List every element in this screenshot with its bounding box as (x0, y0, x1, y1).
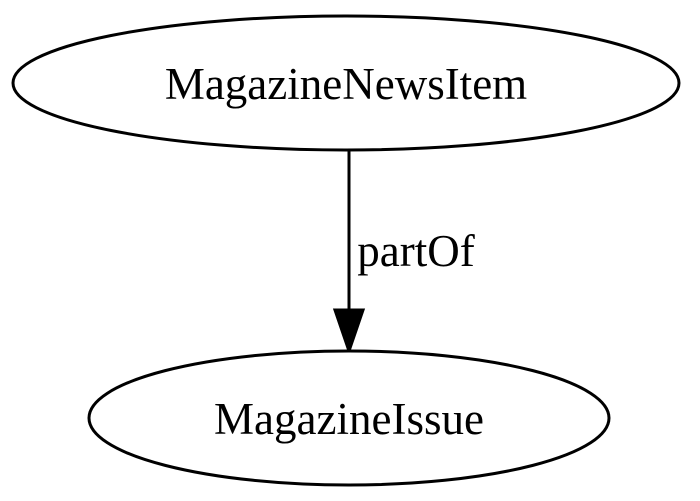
edge-part-of-label: partOf (357, 226, 474, 276)
edge-part-of-arrowhead (332, 308, 366, 356)
node-magazine-issue-label: MagazineIssue (214, 394, 484, 444)
edge-part-of: partOf (332, 150, 475, 356)
node-magazine-news-item-label: MagazineNewsItem (165, 59, 527, 109)
node-magazine-news-item-shape (11, 14, 681, 152)
node-magazine-issue: MagazineIssue (87, 349, 611, 487)
node-magazine-news-item: MagazineNewsItem (11, 14, 681, 152)
node-magazine-issue-shape (87, 349, 611, 487)
